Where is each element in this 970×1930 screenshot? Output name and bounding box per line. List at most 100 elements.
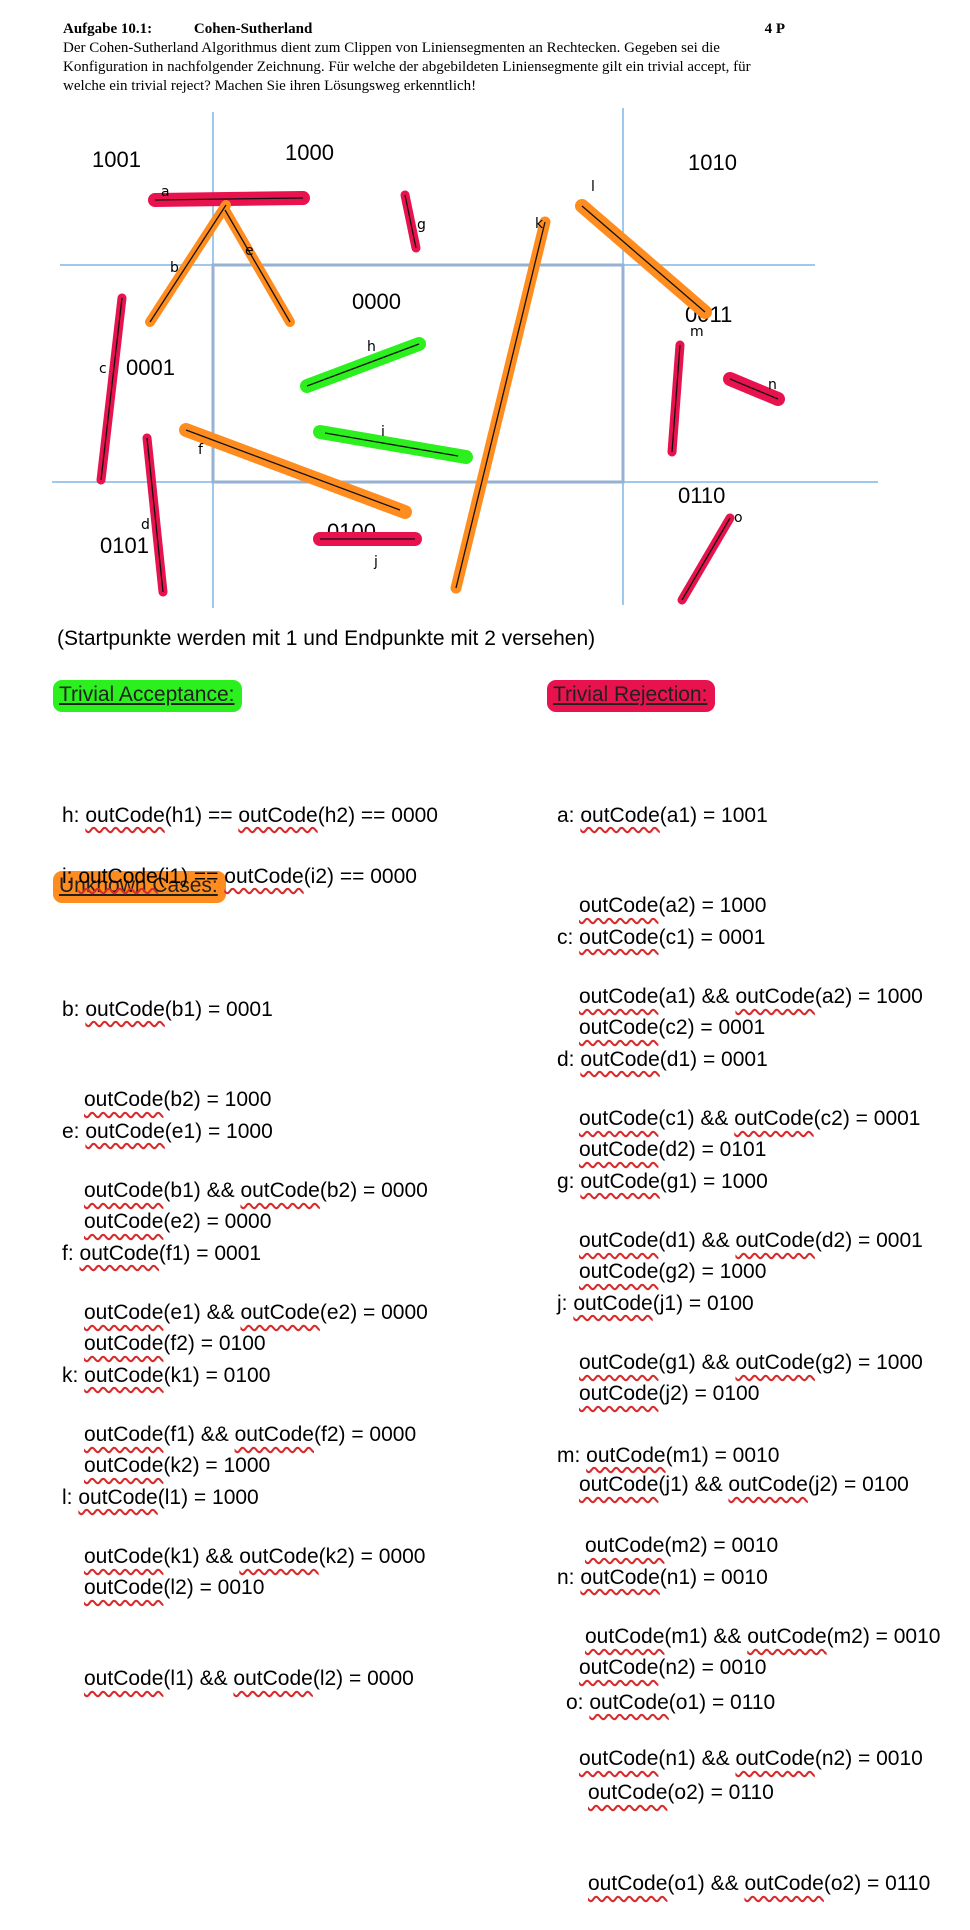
segment-b — [149, 204, 227, 323]
segment-label-a: a — [161, 184, 170, 200]
segment-label-o: o — [734, 510, 743, 526]
reject-case: a: outCode(a1) = 1001 outCode(a2) = 1000… — [557, 740, 923, 1043]
task-title-line: Aufgabe 10.1: Cohen-Sutherland 4 P — [63, 20, 785, 39]
region-code-bottom-left: 0101 — [100, 533, 149, 558]
segment-label-l: l — [591, 179, 595, 195]
case-line: outCode(a1) && outCode(a2) = 1000 — [579, 985, 923, 1009]
spellcheck-mark: outCode — [735, 1351, 815, 1375]
segment-e — [224, 209, 291, 323]
section-trivial-acceptance: Trivial Acceptance: — [53, 680, 243, 712]
spellcheck-mark: outCode — [84, 1088, 164, 1112]
spellcheck-mark: outCode — [579, 985, 659, 1009]
spellcheck-mark: outCode — [579, 1351, 659, 1375]
unknown-case: e: outCode(e1) = 1000 outCode(e2) = 0000… — [62, 1056, 428, 1359]
segment-c — [100, 297, 123, 481]
spellcheck-mark: outCode — [84, 1301, 164, 1325]
case-line: outCode(d2) = 0101 — [579, 1138, 767, 1162]
case-line: d: outCode(d1) = 0001 — [557, 1047, 768, 1071]
region-code-bottom-right: 0110 — [678, 483, 725, 508]
reject-case: o: outCode(o1) = 0110 outCode(o2) = 0110… — [566, 1627, 930, 1930]
spellcheck-mark: outCode — [79, 1241, 159, 1265]
segment-lines — [100, 194, 779, 601]
segment-label-b: b — [170, 260, 179, 276]
case-line: o: outCode(o1) = 0110 — [566, 1690, 776, 1714]
spellcheck-mark: outCode — [84, 1363, 164, 1387]
segment-l — [581, 205, 706, 313]
segment-labels: a b c d e f g h i j k l m n o — [99, 179, 777, 570]
section-unknown-cases: Unknown Cases: — [53, 871, 226, 903]
region-code-top-left: 1001 — [92, 147, 141, 172]
task-name: Cohen-Sutherland — [193, 21, 313, 37]
note-text: (Startpunkte werden mit 1 und Endpunkte … — [57, 627, 596, 650]
segment-label-j: j — [373, 554, 378, 570]
segment-i — [324, 432, 459, 457]
case-line: i: outCode(i1) == outCode(i2) == 0000 — [62, 864, 417, 888]
segment-label-i: i — [381, 424, 385, 440]
spellcheck-mark: outCode — [579, 1260, 659, 1284]
segment-label-n: n — [768, 377, 777, 393]
unknown-case: k: outCode(k1) = 0100 outCode(k2) = 1000… — [62, 1300, 426, 1603]
spellcheck-mark: outCode — [735, 1229, 815, 1253]
spellcheck-mark: outCode — [239, 1545, 319, 1569]
segment-label-h: h — [367, 339, 376, 355]
segment-k — [455, 221, 546, 589]
spellcheck-mark: outCode — [579, 1138, 659, 1162]
case-line: outCode(m2) = 0010 — [585, 1534, 779, 1558]
reject-case: c: outCode(c1) = 0001 outCode(c2) = 0001… — [557, 862, 921, 1165]
region-code-top: 1000 — [285, 140, 334, 165]
region-code-top-right: 1010 — [688, 150, 737, 175]
case-line: e: outCode(e1) = 1000 — [62, 1119, 273, 1143]
spellcheck-mark: outCode — [579, 1107, 659, 1131]
spellcheck-mark: outCode — [84, 1576, 164, 1600]
reject-case: g: outCode(g1) = 1000 outCode(g2) = 1000… — [557, 1106, 923, 1409]
spellcheck-mark: outCode — [84, 1423, 164, 1447]
case-line: outCode(c1) && outCode(c2) = 0001 — [579, 1107, 921, 1131]
spellcheck-mark: outCode — [580, 1565, 660, 1589]
case-line: g: outCode(g1) = 1000 — [557, 1169, 768, 1193]
spellcheck-mark: outCode — [579, 1656, 659, 1680]
case-line: outCode(d1) && outCode(d2) = 0001 — [579, 1229, 923, 1253]
spellcheck-mark: outCode — [579, 1473, 659, 1497]
spellcheck-mark: outCode — [78, 864, 158, 888]
case-line: outCode(e2) = 0000 — [84, 1210, 272, 1234]
case-line: outCode(f2) = 0100 — [84, 1332, 266, 1356]
spellcheck-mark: outCode — [84, 1179, 164, 1203]
case-line: outCode(f1) && outCode(f2) = 0000 — [84, 1423, 417, 1447]
region-codes: 1001 1000 1010 0001 0000 0011 0101 0100 … — [92, 140, 737, 558]
segment-label-c: c — [99, 361, 107, 377]
spellcheck-mark: outCode — [234, 1423, 314, 1447]
case-line: outCode(j1) && outCode(j2) = 0100 — [579, 1473, 909, 1497]
case-line: outCode(b1) && outCode(b2) = 0000 — [84, 1179, 428, 1203]
section-trivial-rejection: Trivial Rejection: — [547, 680, 716, 712]
spellcheck-mark: outCode — [589, 1690, 669, 1714]
spellcheck-mark: outCode — [84, 1454, 164, 1478]
cohen-sutherland-diagram: 1001 1000 1010 0001 0000 0011 0101 0100 … — [52, 108, 878, 608]
case-line: outCode(l2) = 0010 — [84, 1576, 265, 1600]
reject-case: j: outCode(j1) = 0100 outCode(j2) = 0100… — [557, 1228, 909, 1531]
spellcheck-mark: outCode — [85, 997, 165, 1021]
spellcheck-mark: outCode — [240, 1179, 320, 1203]
reject-case: d: outCode(d1) = 0001 outCode(d2) = 0101… — [557, 984, 923, 1287]
spellcheck-mark: outCode — [224, 864, 304, 888]
unknown-case: b: outCode(b1) = 0001 outCode(b2) = 1000… — [62, 934, 428, 1237]
case-line: j: outCode(j1) = 0100 — [557, 1291, 754, 1315]
region-code-left: 0001 — [126, 355, 175, 380]
segment-label-e: e — [245, 243, 254, 259]
spellcheck-mark: outCode — [579, 1229, 659, 1253]
spellcheck-mark: outCode — [573, 1291, 653, 1315]
case-line: outCode(o1) && outCode(o2) = 0110 — [588, 1872, 931, 1896]
case-line: outCode(o2) = 0110 — [588, 1781, 774, 1805]
spellcheck-mark: outCode — [586, 1443, 666, 1467]
spellcheck-mark: outCode — [579, 1016, 659, 1040]
segment-f — [185, 429, 401, 511]
segment-label-f: f — [198, 442, 204, 458]
case-line: outCode(c2) = 0001 — [579, 1016, 766, 1040]
spellcheck-mark: outCode — [84, 1667, 164, 1691]
spellcheck-mark: outCode — [588, 1872, 668, 1896]
case-line: outCode(m1) && outCode(m2) = 0010 — [585, 1625, 941, 1649]
spellcheck-mark: outCode — [747, 1625, 827, 1649]
spellcheck-mark: outCode — [585, 1625, 665, 1649]
case-line: l: outCode(l1) = 1000 — [62, 1485, 259, 1509]
spellcheck-mark: outCode — [579, 894, 659, 918]
segment-h — [306, 343, 420, 387]
